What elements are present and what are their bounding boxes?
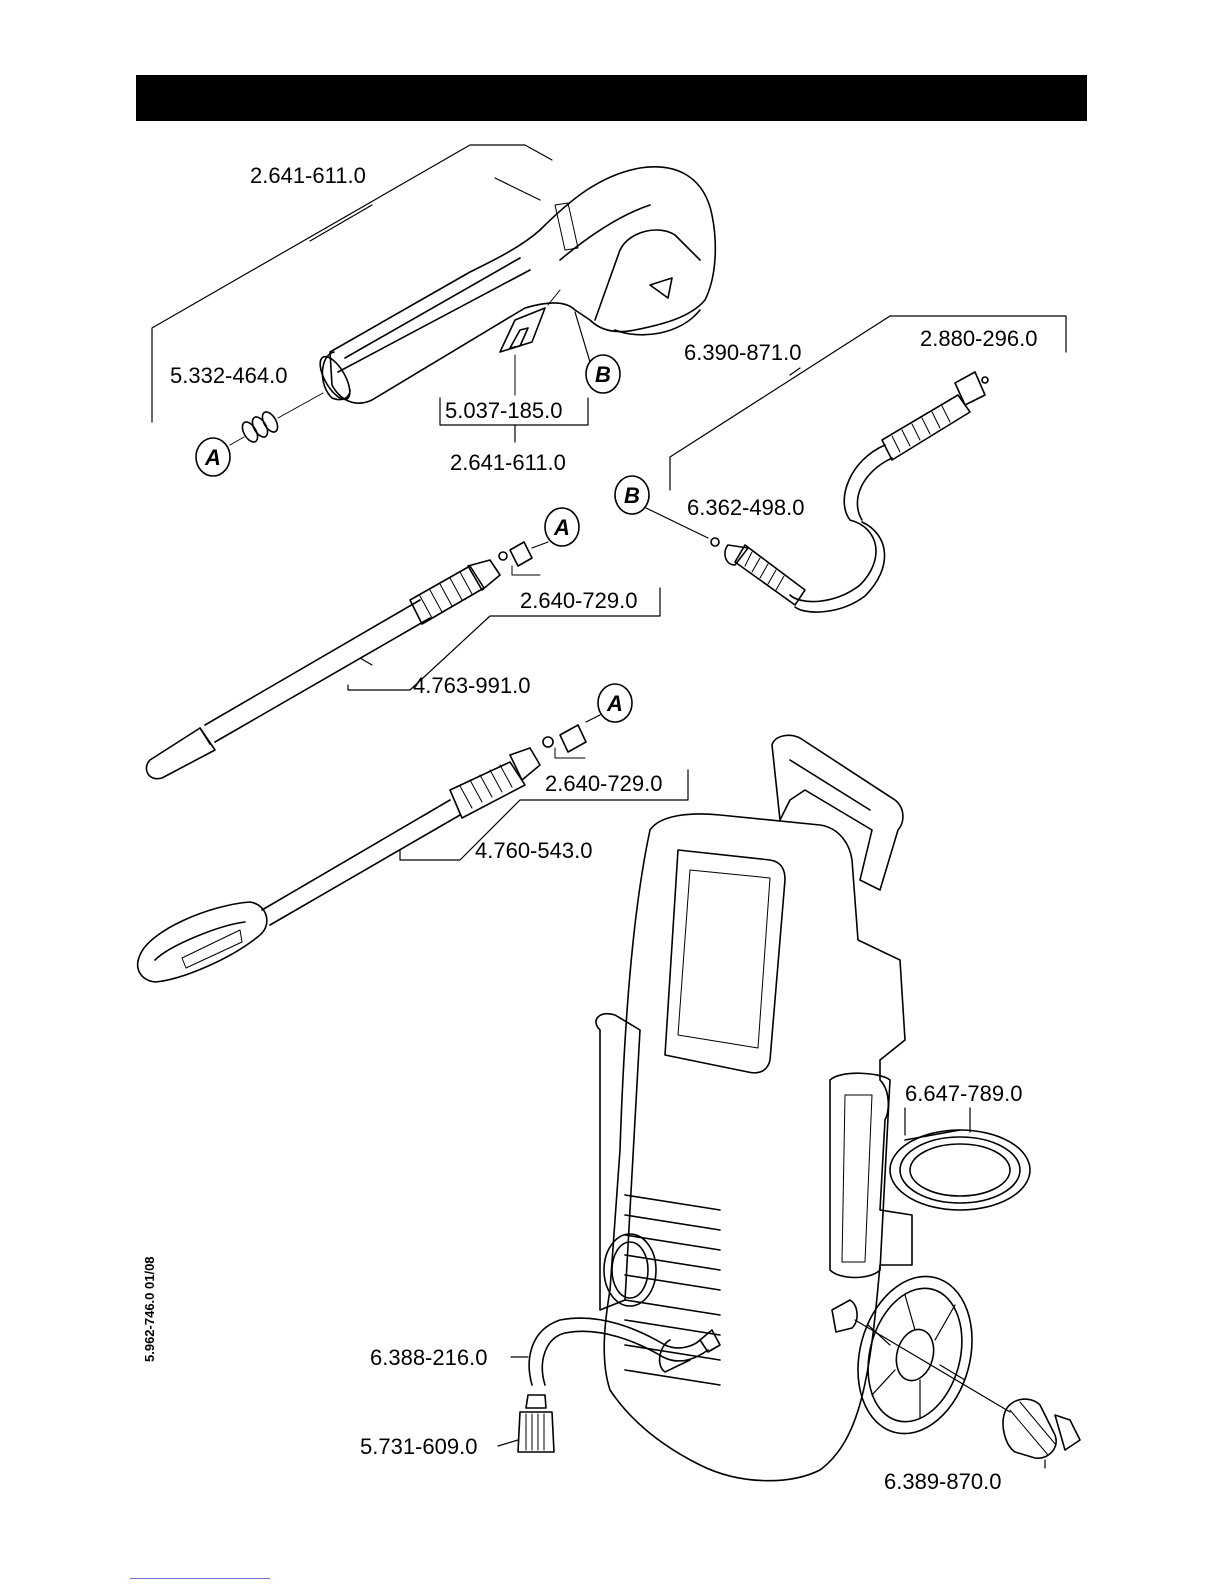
spray-lance-1-drawing [146,542,548,779]
callout-marker-text: B [624,483,640,508]
garden-hose-coupling-drawing [1003,1399,1080,1458]
filter-drawing [518,1395,554,1452]
callout-marker-b-1: B [586,355,620,393]
callout-marker-text: A [606,691,623,716]
part-label-lance1: 4.763-991.0 [413,675,530,697]
part-label-lance2-nozzle: 2.640-729.0 [545,773,662,795]
part-label-hose-coupling: 6.362-498.0 [687,497,804,519]
part-label-filter: 5.731-609.0 [360,1436,477,1458]
part-label-hose-oring: 2.880-296.0 [920,328,1037,350]
callout-marker-a-1: A [196,438,230,476]
suction-hose-drawing [529,1318,720,1385]
footer-rule [130,1578,270,1579]
part-label-gun: 2.641-611.0 [250,165,366,187]
part-label-coupling: 6.389-870.0 [884,1471,1001,1493]
pressure-washer-body-drawing [596,735,1030,1480]
part-label-lance2: 4.760-543.0 [475,840,592,862]
callout-marker-text: A [204,445,221,470]
document-code: 5.962-746.0 01/08 [142,1256,157,1362]
part-label-suction-hose: 6.388-216.0 [370,1347,487,1369]
callout-marker-a-3: A [598,684,632,722]
part-label-lance1-nozzle: 2.640-729.0 [520,590,637,612]
part-label-hose: 6.390-871.0 [684,342,801,364]
callout-marker-text: A [553,515,570,540]
high-pressure-hose-drawing [646,372,988,612]
part-label-cable: 6.647-789.0 [905,1083,1022,1105]
part-label-gun-seals: 5.332-464.0 [170,365,287,387]
part-label-gun-kit: 2.641-611.0 [450,452,566,474]
part-label-gun-clip: 5.037-185.0 [445,400,562,422]
callout-marker-text: B [595,362,611,387]
callout-marker-a-2: A [545,508,579,546]
callout-marker-b-2: B [615,476,649,514]
